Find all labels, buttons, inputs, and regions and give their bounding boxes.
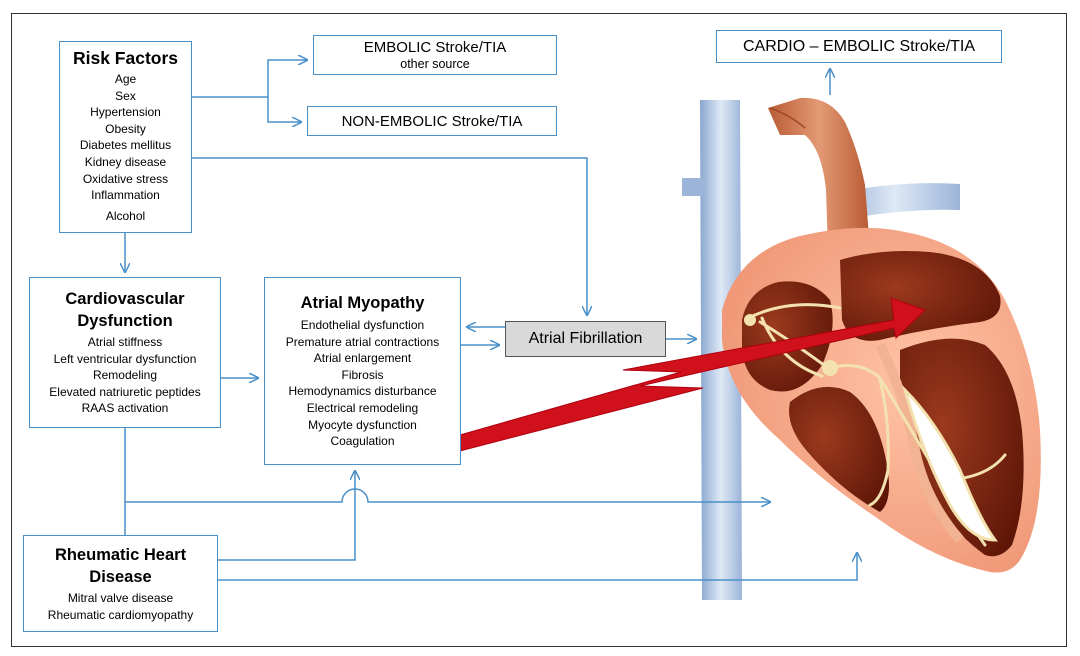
septum (875, 342, 964, 544)
list-item: Rheumatic cardiomyopathy (47, 607, 194, 622)
list-item: RAAS activation (81, 401, 169, 416)
list-item: Diabetes mellitus (79, 138, 172, 153)
embolic-stroke-subtitle: other source (400, 57, 470, 71)
list-item: Age (114, 72, 137, 86)
vena-cava (700, 100, 742, 600)
list-item: Endothelial dysfunction (300, 318, 425, 332)
list-item: Elevated natriuretic peptides (49, 384, 201, 399)
list-item: Mitral valve disease (67, 591, 174, 605)
list-item: Coagulation (330, 434, 395, 449)
list-item: Alcohol (105, 208, 146, 223)
rheumatic-heart-disease-title: Rheumatic Heart Disease (54, 546, 187, 586)
figure-frame (11, 13, 1067, 647)
rheumatic-heart-disease-box: Rheumatic Heart Disease Mitral valve dis… (23, 535, 218, 632)
sa-node (744, 314, 756, 326)
aorta (768, 97, 870, 250)
aorta-arch (769, 107, 806, 129)
list-item: Electrical remodeling (306, 400, 419, 415)
list-item: Left ventricular dysfunction (53, 351, 197, 366)
arrow-risk-to-embolic (192, 60, 307, 98)
list-item: Inflammation (91, 188, 160, 203)
cardio-embolic-stroke-box: CARDIO – EMBOLIC Stroke/TIA (716, 30, 1002, 63)
arrow-risk-to-af (192, 157, 587, 315)
left-atrium (840, 251, 1001, 341)
list-item: Sex (115, 88, 136, 103)
list-item: Atrial stiffness (87, 335, 163, 349)
arrow-rhd-to-heart (218, 553, 857, 581)
list-item: Hypertension (90, 105, 161, 120)
cardiovascular-dysfunction-box: Cardiovascular Dysfunction Atrial stiffn… (29, 277, 221, 428)
list-item: Atrial enlargement (313, 351, 412, 366)
vena-cava-branch (682, 178, 705, 196)
embolic-stroke-box: EMBOLIC Stroke/TIA other source (313, 35, 557, 75)
atrial-fibrillation-box: Atrial Fibrillation (505, 321, 666, 357)
arrow-rhd-to-myopathy (218, 471, 355, 561)
non-embolic-stroke-box: NON-EMBOLIC Stroke/TIA (307, 106, 557, 136)
list-item: Myocyte dysfunction (308, 417, 417, 432)
bundle-branch-loop (901, 384, 999, 542)
non-embolic-stroke-title: NON-EMBOLIC Stroke/TIA (341, 112, 523, 130)
right-atrium (742, 281, 833, 392)
list-item: Hemodynamics disturbance (288, 384, 437, 399)
cardiovascular-dysfunction-title: Cardiovascular Dysfunction (65, 290, 185, 330)
risk-factors-title: Risk Factors (72, 48, 179, 68)
risk-factors-box: Risk Factors Age Sex Hypertension Obesit… (59, 41, 192, 233)
embolic-stroke-title: EMBOLIC Stroke/TIA (363, 39, 507, 56)
atrial-myopathy-title: Atrial Myopathy (300, 294, 425, 312)
right-ventricle (789, 386, 889, 512)
list-item: Remodeling (92, 368, 158, 383)
atrial-fibrillation-label: Atrial Fibrillation (528, 330, 643, 347)
left-ventricle (900, 338, 1024, 557)
list-item: Obesity (105, 121, 146, 136)
av-node (822, 360, 838, 376)
cardio-embolic-stroke-title: CARDIO – EMBOLIC Stroke/TIA (742, 37, 976, 55)
list-item: Oxidative stress (82, 171, 169, 186)
list-item: Premature atrial contractions (285, 334, 440, 349)
list-item: Kidney disease (84, 154, 167, 169)
arrow-risk-to-nonembolic (267, 97, 301, 122)
list-item: Fibrosis (341, 367, 384, 382)
atrial-myopathy-box: Atrial Myopathy Endothelial dysfunction … (264, 277, 461, 465)
